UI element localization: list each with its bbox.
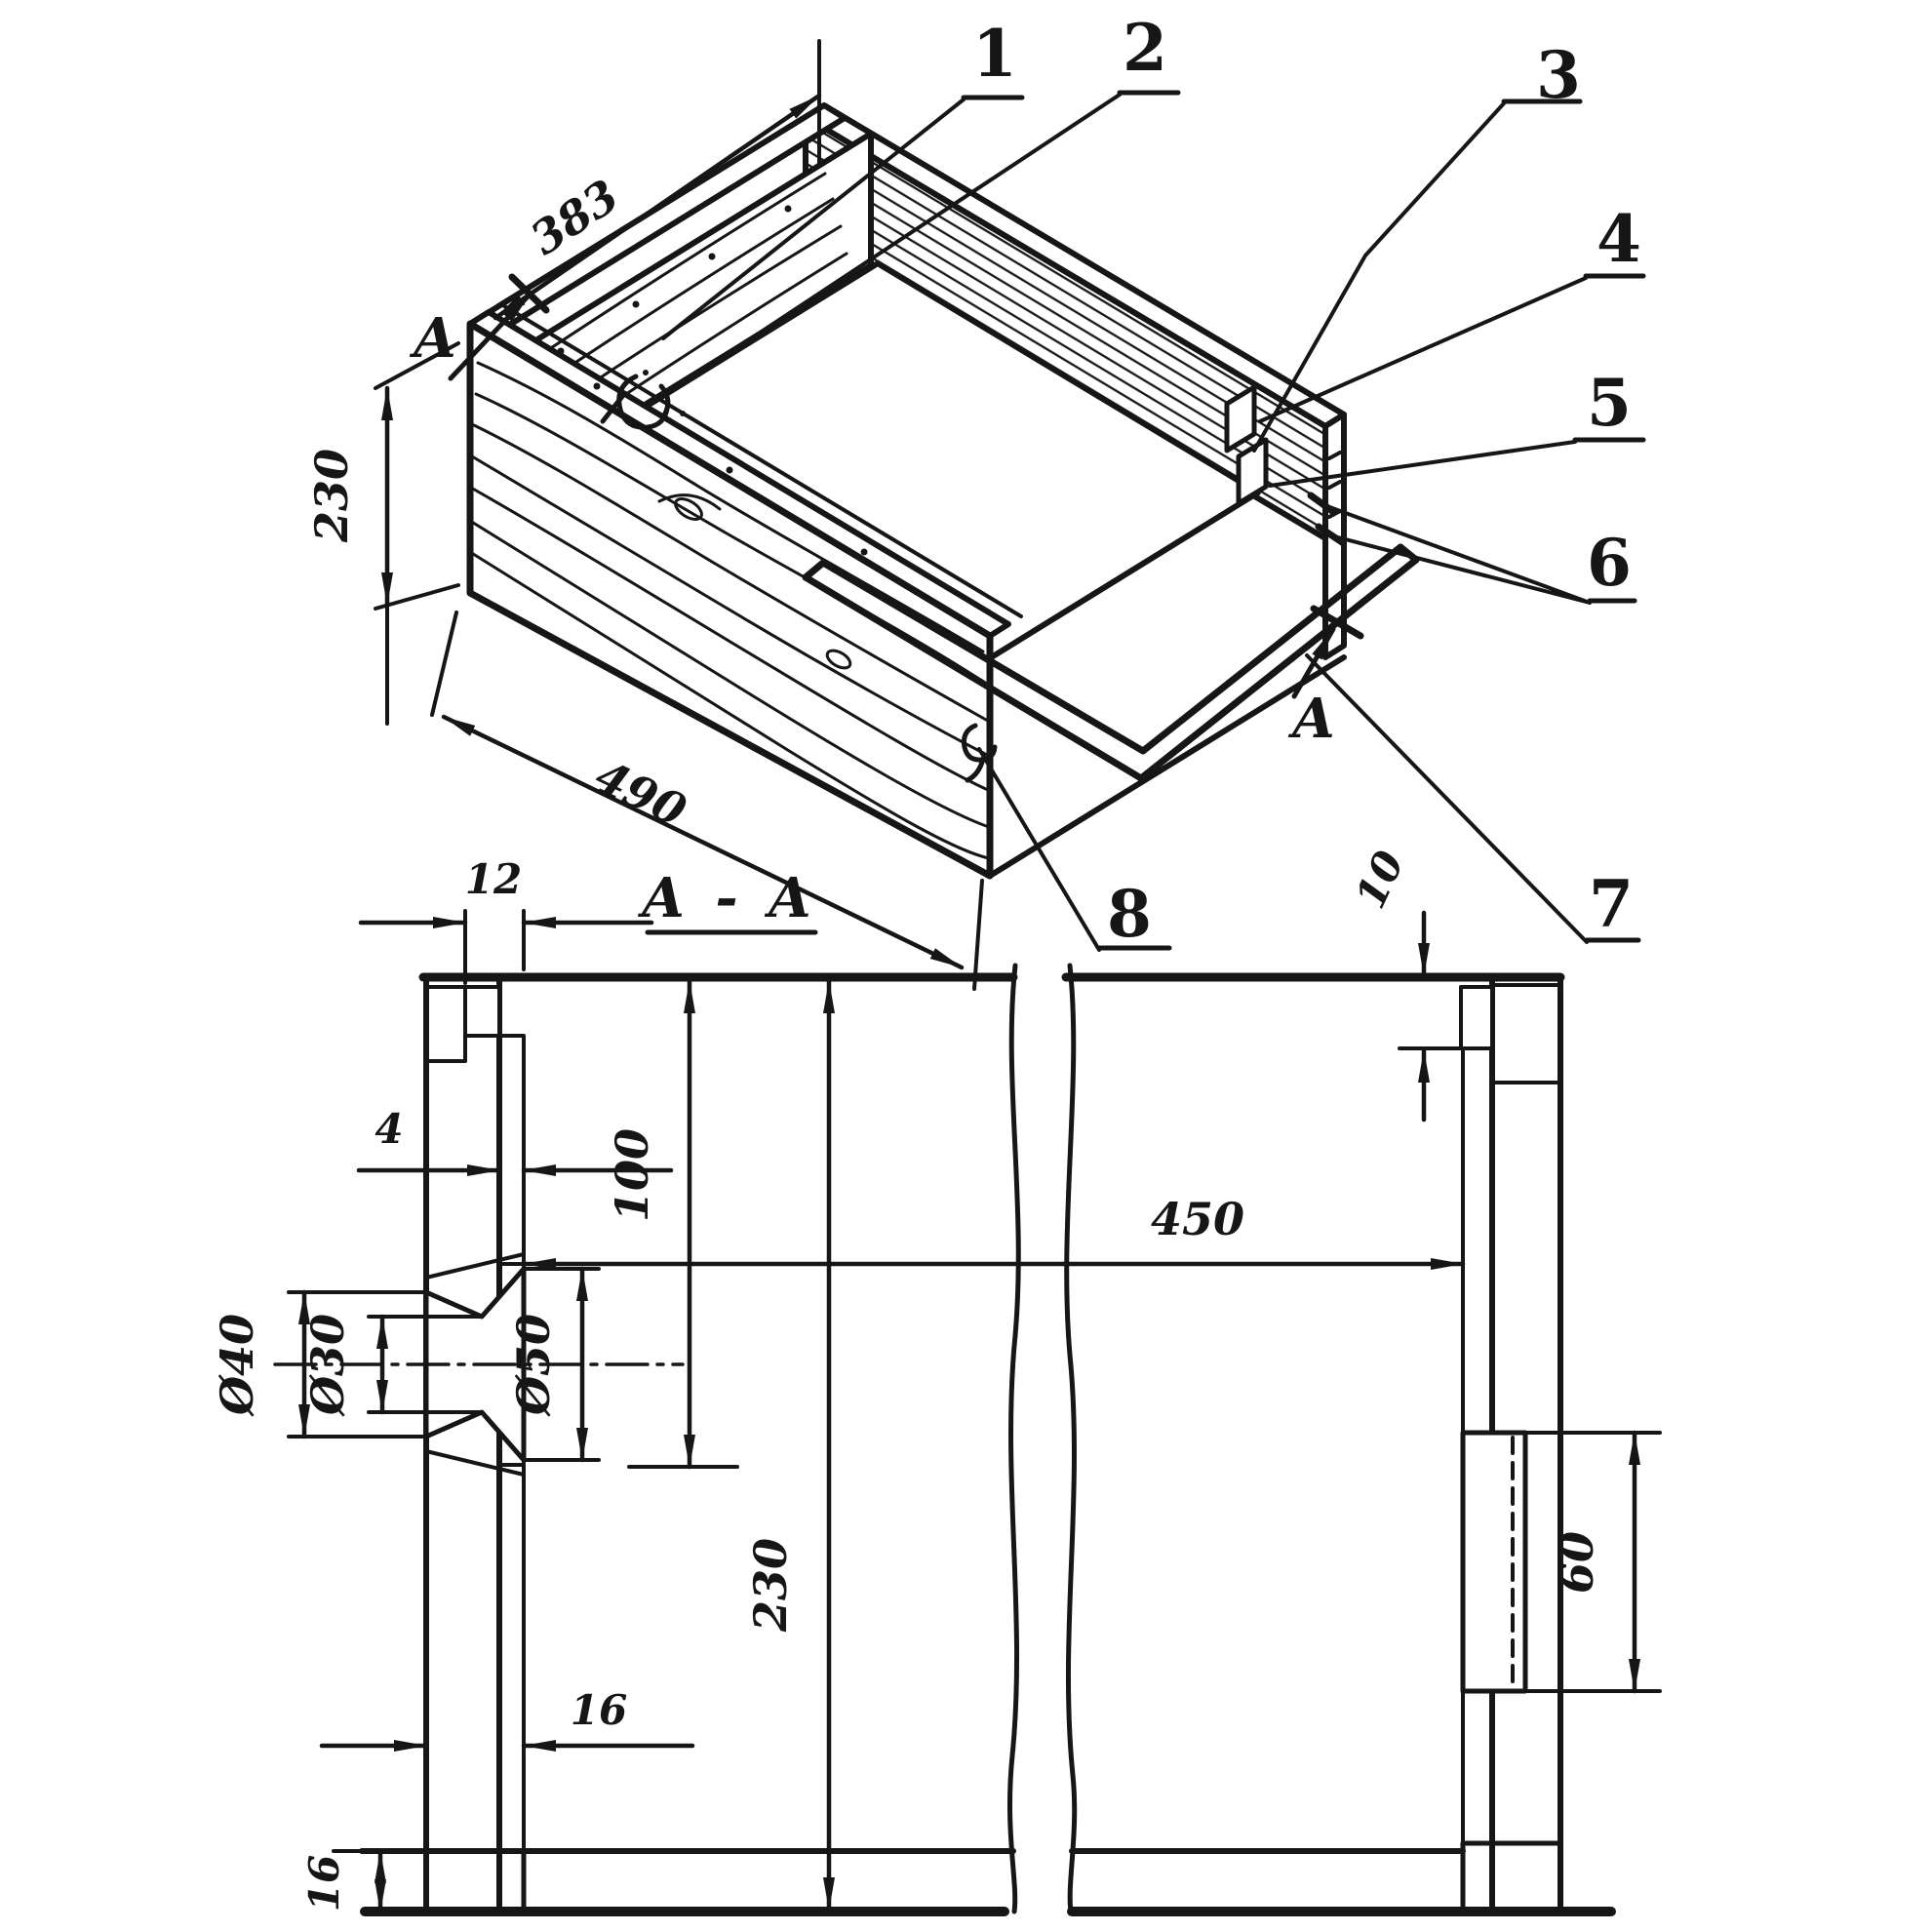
svg-text:16: 16 (300, 1855, 348, 1912)
section-arrow-bottom-label: A (1287, 687, 1334, 751)
section-arrow-bottom: A (1287, 605, 1364, 751)
svg-text:A - A: A - A (637, 866, 816, 930)
shelf-slot (1460, 1430, 1528, 1694)
callout-6: 6 (1322, 503, 1637, 605)
callout-4: 4 (1258, 201, 1646, 423)
svg-text:1: 1 (972, 16, 1017, 92)
svg-text:5: 5 (1587, 365, 1632, 441)
dim-height-230: 230 (744, 978, 835, 1912)
break-lines (1006, 963, 1078, 1914)
section-view: A - A (211, 844, 1662, 1916)
dim-lining-4: 4 (356, 1105, 674, 1176)
svg-text:8: 8 (1107, 876, 1152, 952)
svg-text:4: 4 (1597, 201, 1641, 277)
dim-lid-step-10: 10 (1346, 844, 1430, 1123)
dim-dia-40: Ø40 (211, 1289, 428, 1439)
left-wall-section (273, 974, 685, 1914)
svg-text:Ø30: Ø30 (301, 1314, 354, 1417)
section-title: A - A (637, 866, 818, 935)
isometric-view: 383 230 490 A A 1 (305, 10, 1646, 991)
svg-text:Ø50: Ø50 (507, 1314, 560, 1417)
dim-dia-30: Ø30 (301, 1314, 484, 1417)
svg-text:230: 230 (744, 1538, 797, 1633)
callout-3: 3 (1252, 37, 1583, 453)
dim-lid-12: 12 (358, 855, 654, 985)
toggle-clamp (600, 370, 686, 430)
section-arrow-top: A (409, 273, 550, 381)
svg-text:450: 450 (1151, 1193, 1244, 1245)
svg-text:12: 12 (465, 855, 522, 903)
dim-inner-width-450: 450 (521, 1193, 1466, 1270)
callout-8: 8 (977, 747, 1172, 952)
corner-slots (1224, 384, 1346, 546)
svg-text:Ø40: Ø40 (211, 1314, 263, 1417)
section-arrow-top-label: A (409, 306, 455, 371)
dim-slot-60: 60 (1523, 1430, 1662, 1694)
svg-text:16: 16 (571, 1686, 627, 1734)
svg-text:4: 4 (375, 1105, 403, 1153)
callout-7: 7 (1305, 653, 1641, 944)
section-shell-lines (359, 972, 1616, 1916)
svg-text:10: 10 (1346, 844, 1413, 916)
callout-1: 1 (661, 16, 1025, 340)
hook-latch (962, 723, 998, 783)
dim-wall-16: 16 (319, 1686, 695, 1752)
callout-2: 2 (653, 10, 1181, 404)
dim-bottom-16: 16 (300, 1848, 386, 1914)
dim-230-iso-label: 230 (305, 449, 358, 543)
callouts: 1 2 3 4 5 (653, 10, 1646, 952)
svg-text:7: 7 (1589, 866, 1634, 942)
dim-port-center-100: 100 (606, 978, 739, 1470)
svg-text:2: 2 (1123, 10, 1167, 86)
svg-text:60: 60 (1551, 1531, 1603, 1594)
svg-text:6: 6 (1587, 525, 1632, 601)
dim-490-label: 490 (587, 750, 694, 838)
callout-5: 5 (1268, 365, 1646, 488)
dim-dia-50: Ø50 (507, 1266, 601, 1463)
dimension-height-230-iso: 230 (305, 341, 460, 726)
svg-text:100: 100 (606, 1128, 658, 1222)
